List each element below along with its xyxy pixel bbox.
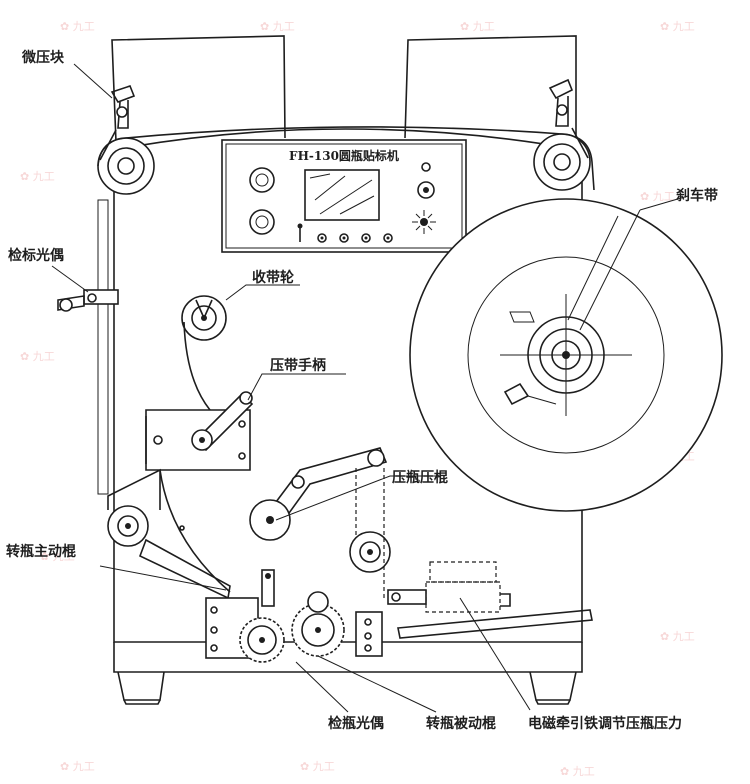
bottle-drive-roller [107, 505, 231, 600]
display-screen [304, 169, 380, 221]
label-bottle-sensor: 检瓶光偶 [328, 715, 384, 732]
outfeed-rail [397, 609, 593, 639]
callout-lines [51, 63, 689, 713]
delay-knob[interactable] [249, 209, 275, 235]
label-reel [409, 198, 723, 512]
sunburst-lamp-icon [412, 210, 436, 234]
svg-text:✿ 九工: ✿ 九工 [260, 20, 295, 33]
micro-press-block-right [548, 78, 589, 159]
svg-text:✿ 九工: ✿ 九工 [40, 550, 75, 563]
label-bottle-driven-roller: 转瓶被动棍 [426, 715, 496, 732]
label-electromagnet-adjust: 电磁牵引铁调节压瓶压力 [528, 715, 682, 732]
center-roller [349, 468, 391, 600]
label-take-up-wheel: 收带轮 [252, 269, 294, 286]
bottle-roller-left [239, 617, 285, 663]
label-bottle-drive-roller: 转瓶主动棍 [6, 543, 76, 560]
label-brake-belt: 刹车带 [676, 187, 718, 204]
micro-press-block-left [99, 85, 136, 161]
svg-text:✿ 九工: ✿ 九工 [660, 630, 695, 643]
label-sensor [57, 289, 119, 312]
svg-text:✿ 九工: ✿ 九工 [460, 20, 495, 33]
take-up-wheel [181, 295, 227, 341]
control-panel: FH-130圆瓶贴标机 [221, 139, 467, 253]
svg-text:✿ 九工: ✿ 九工 [60, 20, 95, 33]
label-label-sensor: 检标光偶 [8, 247, 64, 264]
press-belt-handle [145, 391, 254, 471]
svg-text:✿ 九工: ✿ 九工 [20, 350, 55, 363]
label-press-belt-handle: 压带手柄 [270, 357, 326, 374]
bottle-press-roller [249, 447, 388, 552]
right-upper-roller [533, 133, 591, 191]
svg-text:✿ 九工: ✿ 九工 [640, 190, 675, 203]
svg-text:✿ 九工: ✿ 九工 [300, 760, 335, 773]
svg-text:✿ 九工: ✿ 九工 [560, 765, 595, 778]
label-bottle-press-roller: 压瓶压棍 [392, 469, 448, 486]
svg-text:✿ 九工: ✿ 九工 [660, 20, 695, 33]
bottle-sensor [261, 569, 275, 607]
left-upper-roller [97, 137, 155, 195]
speed-knob[interactable] [249, 167, 275, 193]
svg-text:✿ 九工: ✿ 九工 [20, 170, 55, 183]
electromagnet [387, 561, 511, 613]
small-roller [307, 591, 329, 613]
power-indicator-icon [421, 162, 431, 172]
bottle-driven-roller [291, 603, 345, 657]
label-micro-press-block: 微压块 [21, 49, 65, 66]
machine-title: FH-130圆瓶贴标机 [289, 148, 399, 163]
svg-text:✿ 九工: ✿ 九工 [60, 760, 95, 773]
